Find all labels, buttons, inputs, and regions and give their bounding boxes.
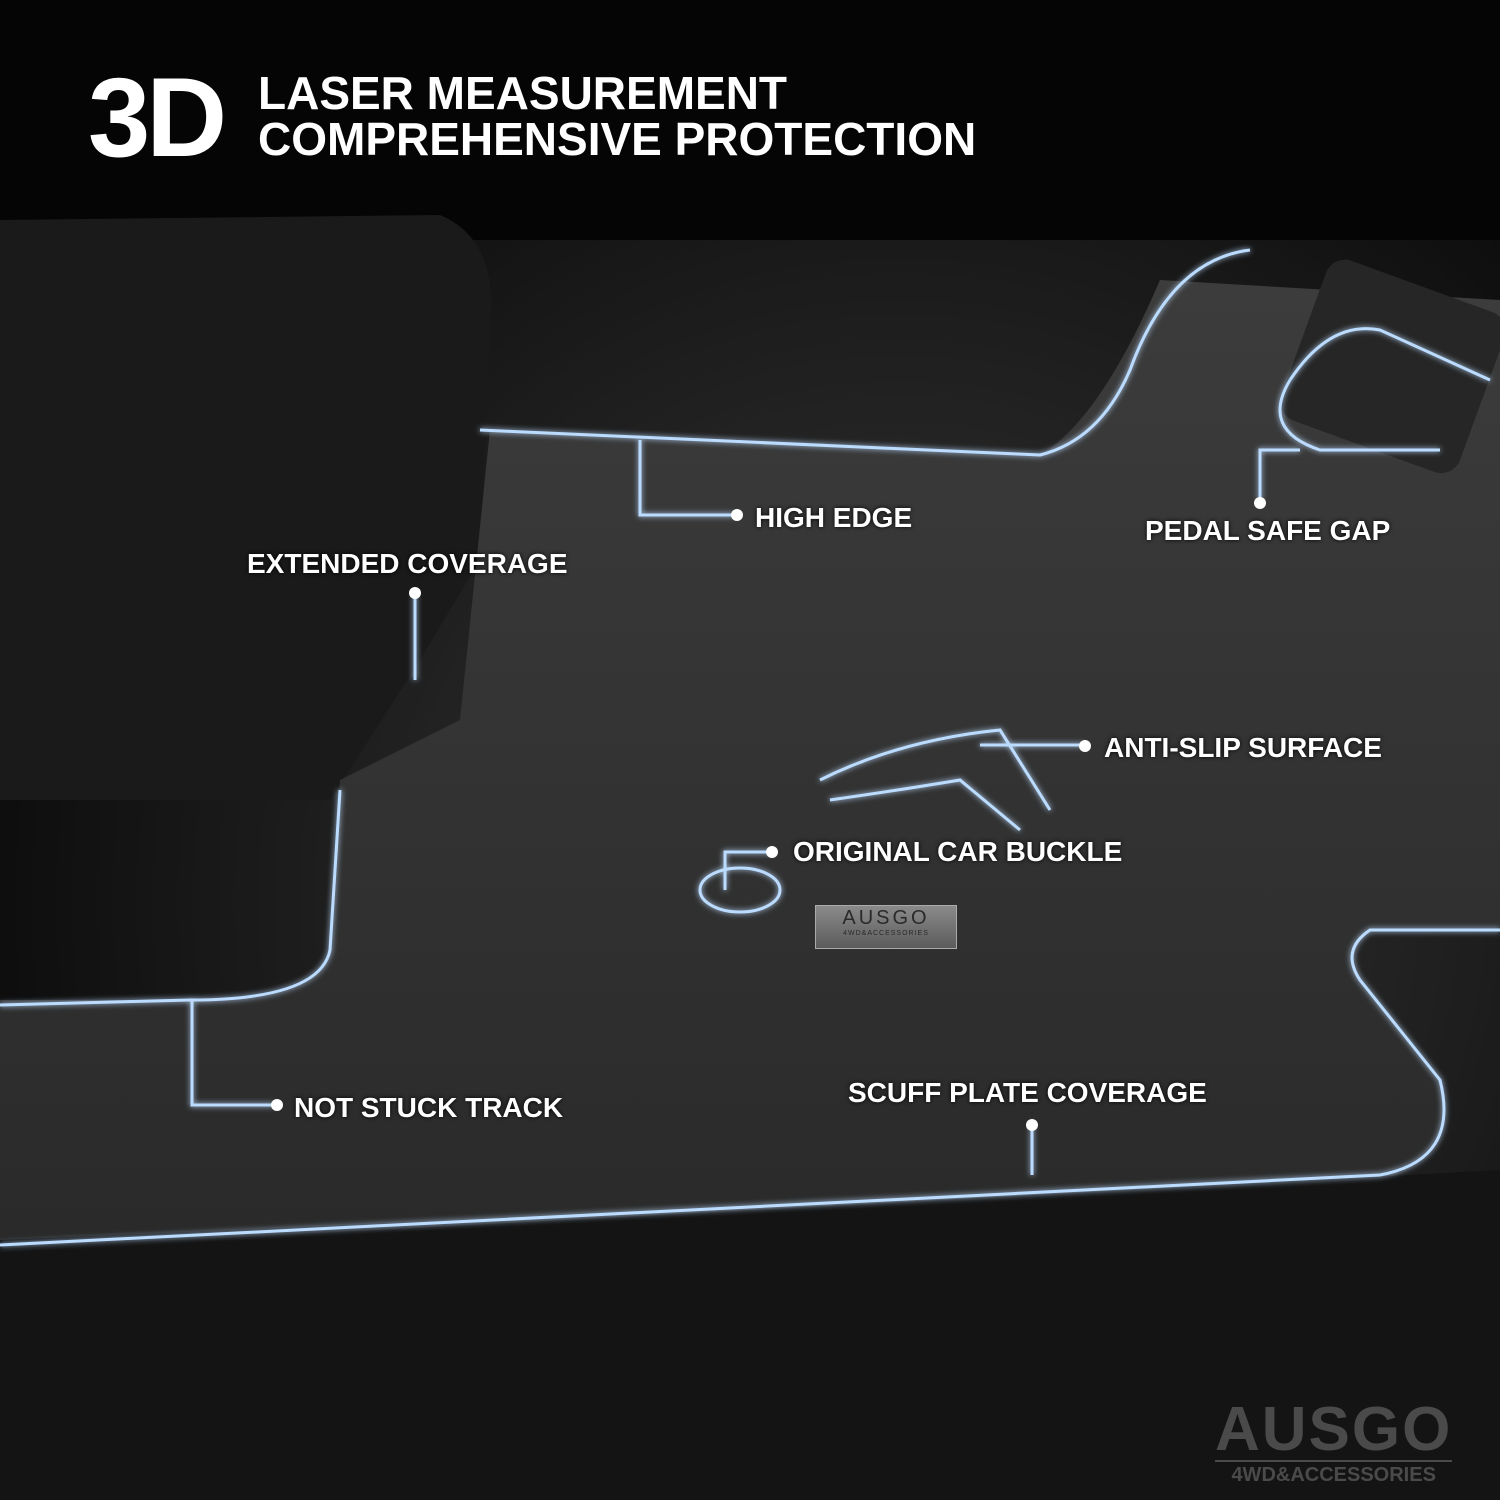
brand-watermark: AUSGO 4WD&ACCESSORIES xyxy=(1215,1395,1453,1487)
callout-dots xyxy=(271,497,1266,1131)
label-pedal-safe-gap: PEDAL SAFE GAP xyxy=(1145,515,1391,546)
headline-3d: 3D xyxy=(88,55,227,180)
mat-brand-badge: AUSGO 4WD&ACCESSORIES xyxy=(815,905,957,949)
headline-line-1: LASER MEASUREMENT xyxy=(258,67,788,119)
top-dark-area xyxy=(0,0,1500,240)
label-original-car-buckle: ORIGINAL CAR BUCKLE xyxy=(793,836,1123,867)
label-high-edge: HIGH EDGE xyxy=(755,502,913,533)
label-anti-slip-surface: ANTI-SLIP SURFACE xyxy=(1104,732,1382,763)
floor-mat xyxy=(0,280,1500,1240)
seat xyxy=(0,215,492,800)
label-extended-coverage: EXTENDED COVERAGE xyxy=(247,548,568,579)
outline-lines xyxy=(0,248,1500,1247)
label-not-stuck-track: NOT STUCK TRACK xyxy=(294,1092,564,1123)
door-sill xyxy=(0,1170,1500,1500)
watermark-sub: 4WD&ACCESSORIES xyxy=(1215,1460,1453,1487)
label-scuff-plate-coverage: SCUFF PLATE COVERAGE xyxy=(848,1077,1207,1108)
headline-line-2: COMPREHENSIVE PROTECTION xyxy=(258,113,977,165)
pedal xyxy=(1280,259,1500,474)
badge-sub: 4WD&ACCESSORIES xyxy=(843,930,929,937)
watermark-brand: AUSGO xyxy=(1215,1395,1453,1464)
badge-brand: AUSGO xyxy=(842,907,930,929)
